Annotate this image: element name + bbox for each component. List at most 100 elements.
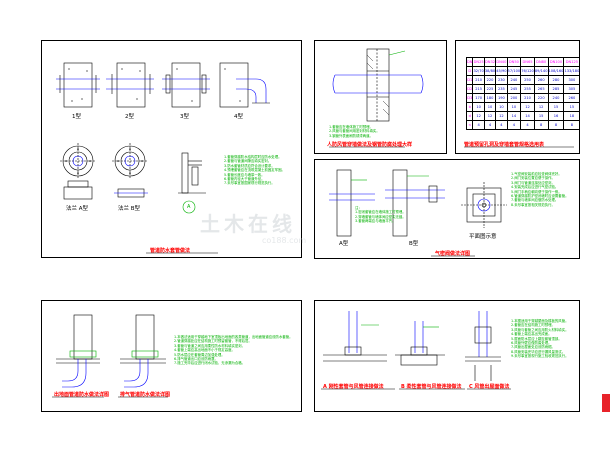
table-cell: 4 (506, 120, 522, 130)
table-cell: 133/180 (563, 66, 581, 76)
table-cell: 220 (533, 93, 549, 103)
table-header-cell: DN100 (547, 57, 565, 67)
table-cell: 170 (472, 93, 485, 103)
table-cell: 45/90 (495, 66, 508, 76)
table-cell: 260 (533, 75, 549, 85)
table-header-cell: DN80 (533, 57, 549, 67)
table-cell: 210 (472, 75, 485, 85)
table-cell: 210 (520, 93, 535, 103)
table-cell: 8 (533, 120, 549, 130)
panel2-caption: 人防风管穿墙做法及钢管防腐处理大样 (327, 142, 413, 148)
panel4-left-notes: 注： 1.密闭套管应在墙体施工时预埋。 2.穿墙套管与墙体间应密实无缝。 3.套… (355, 206, 406, 224)
table-cell: 200 (506, 93, 522, 103)
table-cell: 4 (495, 120, 508, 130)
panel6-notes: 1.本图适用于穿越屋面及楼板的风管。 2.套管应在结构施工时预埋。 3.风管与套… (511, 319, 569, 359)
panel6-caption-b: B 柔性套管与风管连接做法 (401, 384, 462, 390)
view-label-b-type: B型 (409, 241, 419, 247)
casing-types-drawing (56, 62, 270, 254)
table-cell: 8 (547, 120, 565, 130)
table-cell: 15 (547, 102, 565, 112)
table-cell: 245 (506, 84, 522, 94)
table-cell: 15 (563, 102, 581, 112)
watermark-logo-text: 土木在线 (200, 212, 296, 236)
table-header-cell: DN40 (495, 57, 508, 67)
table-cell: 12 (495, 111, 508, 121)
view-label-type-3: 3型 (180, 114, 189, 120)
panel-duct-wall-penetration: 1.套管应在墙体施工时预埋。 2.风管与套管间用密封材料填实。 3.钢管外表面刷… (314, 40, 447, 154)
table-cell: 260 (563, 93, 581, 103)
table-cell: 57/100 (506, 66, 522, 76)
table-header-cell: DN50 (506, 57, 522, 67)
table-cell: 235 (495, 84, 508, 94)
panel1-caption: 管道防水套管做法 (150, 248, 191, 254)
table-cell: 10 (472, 102, 485, 112)
table-header-cell: DN65 (520, 57, 535, 67)
table-cell: 10 (483, 102, 497, 112)
table-cell: 12 (520, 102, 535, 112)
panel6-caption-c: C 风管出屋面做法 (469, 384, 510, 390)
table-cell: 255 (520, 84, 535, 94)
table-cell: 12 (472, 111, 485, 121)
panel-duct-roof-penetration: 1.本图适用于穿越屋面及楼板的风管。 2.套管应在结构施工时预埋。 3.风管与套… (314, 300, 580, 412)
table-cell: 10 (506, 102, 522, 112)
table-header-cell: DN25 (472, 57, 485, 67)
view-label-type-1: 1型 (72, 114, 81, 120)
panel1-notes: 1.套管穿越防水结构层时应防水处理。 2.套管与管道间隙应填实密封。 3.防水套… (224, 155, 285, 186)
duct-penetration-drawing (329, 48, 424, 148)
corner-stamp (602, 394, 610, 412)
panel6-caption-a: A 刚性套管与风管连接做法 (323, 384, 384, 390)
table-cell: 220 (483, 75, 497, 85)
sub-view-label-a: 法兰 A型 (66, 206, 89, 212)
view-label-type-2: 2型 (125, 114, 134, 120)
view-label-type-4: 4型 (234, 114, 243, 120)
duct-roof-drawing (321, 311, 511, 390)
panel-waterproof-casing: 1型 2型 3型 4型 法兰 A型 法兰 B型 A 1.套管穿越防水结构层时应防… (41, 40, 302, 258)
table-cell: 265 (533, 84, 549, 94)
table-header-cell: DN32 (483, 57, 497, 67)
panel4-right-notes: 1.气密阀安装前应检查阀体完好。 2.阀门安装位置应便于操作。 3.阀门与管道连… (511, 172, 569, 207)
view-label-a-type: A型 (339, 241, 349, 247)
panel-ground-pipe-waterproof: 1.本做法适用于穿越地下室顶板出地面的各类管道，出地面管道应设防水套管。 2.管… (41, 300, 302, 412)
table-cell: 240 (547, 93, 565, 103)
ground-pipe-drawing (52, 314, 168, 398)
table-cell: 305 (563, 84, 581, 94)
airtight-valve-drawing (329, 169, 507, 257)
view-label-plan: 平面图示意 (469, 234, 497, 240)
table-cell: 230 (495, 75, 508, 85)
table-cell: 4 (483, 120, 497, 130)
panel4-caption: 气密阀做法详图 (435, 251, 471, 257)
table-cell: 250 (520, 75, 535, 85)
table-cell: 108/160 (547, 66, 565, 76)
panel-airtight-valve: A型 B型 平面图示意 注： 1.密闭套管应在墙体施工时预埋。 2.穿墙套管与墙… (314, 159, 580, 259)
table-cell: 190 (495, 93, 508, 103)
table-cell: 32/70 (472, 66, 485, 76)
table-cell: 18 (563, 111, 581, 121)
table-cell: 180 (483, 93, 497, 103)
panel5-notes: 1.本做法适用于穿越地下室顶板出地面的各类管道，出地面管道应设防水套管。 2.管… (174, 335, 293, 366)
panel2-notes: 1.套管应在墙体施工时预埋。 2.风管与套管间用密封材料填实。 3.钢管外表面刷… (329, 125, 380, 138)
table-cell: 300 (563, 75, 581, 85)
table-cell: 76/120 (520, 66, 535, 76)
table-cell: 240 (506, 75, 522, 85)
detail-symbol-label: A (187, 204, 191, 210)
table-header-cell: DN125 (563, 57, 581, 67)
table-cell: 38/80 (483, 66, 497, 76)
table-cell: 12 (483, 111, 497, 121)
watermark-url: co188.com (262, 236, 307, 245)
table-cell: 4 (520, 120, 535, 130)
table-cell: 89/140 (533, 66, 549, 76)
table-cell: 10 (495, 102, 508, 112)
sub-view-label-b: 法兰 B型 (118, 206, 141, 212)
table-cell: 225 (483, 84, 497, 94)
table-cell: 8 (563, 120, 581, 130)
